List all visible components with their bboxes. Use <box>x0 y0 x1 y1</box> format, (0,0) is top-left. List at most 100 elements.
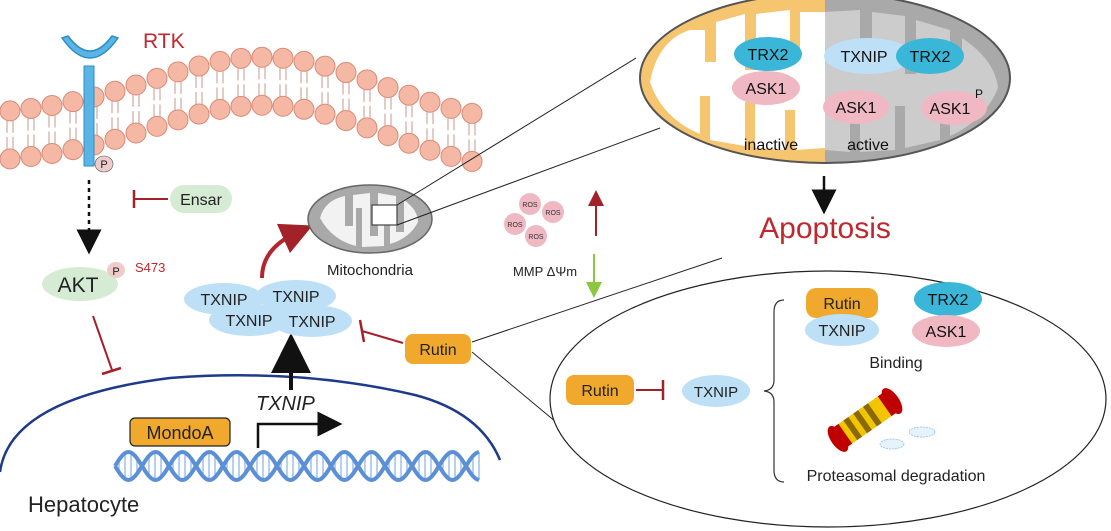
binding-group: Rutin TXNIP TRX2 ASK1 <box>805 282 982 347</box>
lipid-head <box>167 109 189 131</box>
lipid-head <box>20 145 42 167</box>
degraded-fragments <box>879 426 936 450</box>
ros-label-3: ROS <box>507 222 523 229</box>
binding-ask1-label: ASK1 <box>926 324 967 341</box>
cell-membrane <box>0 46 483 172</box>
binding-rutin-label: Rutin <box>823 296 860 313</box>
zoom-line-bottom <box>396 127 661 226</box>
proteasome-icon <box>827 388 903 452</box>
ros-cluster: ROS ROS ROS ROS <box>504 193 564 247</box>
nucleus-envelope <box>0 374 502 473</box>
lipid-head <box>0 148 21 170</box>
lipid-head <box>125 74 147 96</box>
lipid-head <box>461 150 483 172</box>
txnip-cluster: TXNIP TXNIP TXNIP TXNIP <box>184 280 352 337</box>
lipid-head <box>440 145 462 167</box>
lipid-head <box>209 50 231 72</box>
lipid-head <box>356 69 378 91</box>
lipid-head <box>104 128 126 150</box>
ros-label-4: ROS <box>528 234 544 241</box>
brace <box>763 299 785 483</box>
lipid-head <box>356 117 378 139</box>
lipid-head <box>104 80 126 102</box>
lipid-head <box>188 103 210 125</box>
lipid-head <box>251 94 273 116</box>
mitochondrion-small <box>307 184 433 254</box>
inactive-label: inactive <box>744 137 798 154</box>
lipid-head <box>41 94 63 116</box>
lipid-head <box>314 55 336 77</box>
lipid-head <box>440 97 462 119</box>
lipid-head <box>461 102 483 124</box>
lipid-head <box>293 98 315 120</box>
ask1-label-inactive: ASK1 <box>746 81 787 98</box>
lipid-head <box>167 61 189 83</box>
dna-strand-1 <box>113 449 480 483</box>
txnip-gene-label: TXNIP <box>256 393 316 415</box>
akt-inhibit-line <box>92 315 113 371</box>
txnip-to-mito-arrow <box>260 223 313 279</box>
rtk-label: RTK <box>143 30 185 53</box>
rutin-label: Rutin <box>419 342 456 359</box>
trx2-label-active: TRX2 <box>910 49 951 66</box>
akt-label: AKT <box>58 274 99 297</box>
apoptosis-label: Apoptosis <box>759 212 891 245</box>
lipid-head <box>230 95 252 117</box>
inactive-complex: TRX2 ASK1 <box>732 37 802 105</box>
dna-helix <box>113 449 480 483</box>
active-label: active <box>847 137 889 154</box>
detail-line-top <box>471 257 723 343</box>
binding-label: Binding <box>869 355 922 372</box>
rutin-inhibit-bar <box>358 319 366 343</box>
lipid-head <box>398 132 420 154</box>
zoom-line-top <box>396 57 637 206</box>
lipid-head <box>230 47 252 69</box>
txnip-label-3: TXNIP <box>225 313 272 330</box>
lipid-head <box>188 55 210 77</box>
hepatocyte-label: Hepatocyte <box>28 492 139 517</box>
proteasomal-label: Proteasomal degradation <box>807 468 986 485</box>
txnip-label-2: TXNIP <box>272 289 319 306</box>
lipid-head <box>62 91 84 113</box>
ask1-label-active: ASK1 <box>836 100 877 117</box>
mondoa-node: MondoA <box>129 417 231 447</box>
trx2-label-inactive: TRX2 <box>748 47 789 64</box>
lipid-head <box>251 46 273 68</box>
akt-inhibit-bar <box>101 366 122 376</box>
ros-label-1: ROS <box>522 202 538 209</box>
mech-txnip-node: TXNIP <box>682 375 750 407</box>
lipid-head <box>20 97 42 119</box>
mmp-label: MMP ΔΨm <box>513 264 577 279</box>
lipid-head <box>335 110 357 132</box>
lipid-head <box>209 98 231 120</box>
lipid-head <box>377 125 399 147</box>
active-complex: TXNIP TRX2 ASK1 ASK1 P <box>823 38 987 125</box>
dna-strand-2 <box>113 449 480 483</box>
lipid-head <box>272 95 294 117</box>
akt-site-label: S473 <box>135 260 165 275</box>
lipid-head <box>377 77 399 99</box>
ros-label-2: ROS <box>545 210 561 217</box>
lipid-head <box>293 50 315 72</box>
txnip-label-active: TXNIP <box>840 49 887 66</box>
binding-trx2-label: TRX2 <box>928 292 969 309</box>
rtk-receptor: P <box>60 35 120 173</box>
lipid-head <box>398 84 420 106</box>
lipid-head <box>125 122 147 144</box>
lipid-head <box>62 139 84 161</box>
lipid-head <box>146 67 168 89</box>
txnip-label-1: TXNIP <box>200 292 247 309</box>
lipid-head <box>335 62 357 84</box>
lipid-head <box>314 103 336 125</box>
receptor-phospho-label: P <box>100 159 107 171</box>
lipid-head <box>419 91 441 113</box>
lipid-head <box>272 47 294 69</box>
mech-txnip-label: TXNIP <box>694 384 738 401</box>
akt-phospho-label: P <box>112 266 119 278</box>
mech-rutin-node: Rutin <box>566 375 634 405</box>
ensar-node: Ensar <box>170 185 232 213</box>
lipid-head <box>146 115 168 137</box>
ask1-phospho-label: P <box>975 87 983 101</box>
rutin-inhibit-line <box>361 330 404 344</box>
